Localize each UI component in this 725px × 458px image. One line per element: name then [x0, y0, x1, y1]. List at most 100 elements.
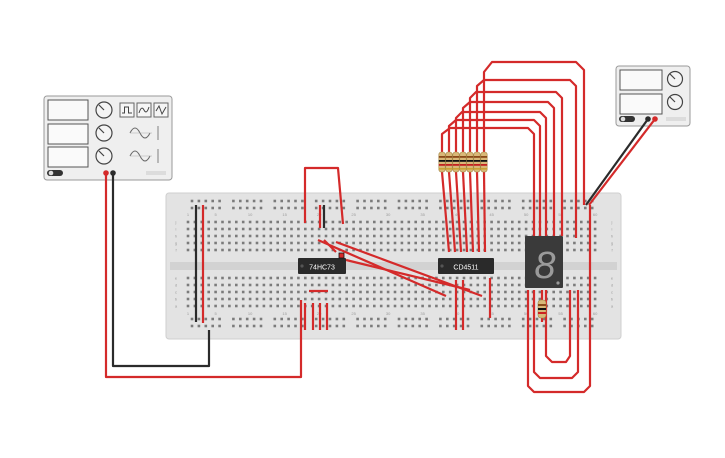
resistor[interactable]: [466, 151, 474, 173]
square-icon[interactable]: [119, 102, 135, 118]
wire-loop-5: [468, 90, 564, 236]
ps-power-switch[interactable]: [619, 116, 635, 122]
triangle-icon[interactable]: [136, 102, 152, 118]
svg-text:5: 5: [214, 212, 217, 217]
svg-text:f: f: [611, 248, 613, 253]
svg-text:55: 55: [558, 311, 563, 316]
resistor-display[interactable]: [537, 299, 547, 319]
svg-text:25: 25: [351, 311, 356, 316]
wire-res-3: [454, 171, 463, 253]
svg-text:d: d: [175, 283, 177, 288]
svg-text:45: 45: [489, 212, 494, 217]
offset-wave-icon: [129, 149, 159, 163]
svg-text:35: 35: [420, 212, 425, 217]
red-wires[interactable]: [104, 60, 656, 394]
seven-segment-digit: 8: [534, 245, 555, 287]
wire-return-3: [544, 290, 572, 364]
fg-knob-frequency[interactable]: [95, 101, 113, 119]
resistor-array[interactable]: [438, 151, 488, 173]
chip-74hc73[interactable]: 74HC73: [298, 252, 346, 274]
wire-res-5: [468, 171, 475, 253]
svg-text:c: c: [175, 290, 177, 295]
svg-text:h: h: [175, 234, 177, 239]
black-wires[interactable]: [111, 118, 649, 368]
wire-loop-3: [454, 110, 548, 236]
svg-text:j: j: [175, 220, 177, 225]
wire-fg-positive: [104, 173, 303, 379]
resistor[interactable]: [459, 151, 467, 173]
wire-res-7: [482, 171, 487, 253]
ps-voltage-display: [619, 69, 663, 91]
wire-ps-negative: [585, 118, 649, 206]
fg-label-plate: [146, 171, 166, 175]
fg-display-1: [47, 99, 89, 121]
wire-ps-positive: [588, 118, 656, 206]
wire-loop-4: [461, 100, 556, 236]
svg-text:15: 15: [282, 311, 287, 316]
svg-text:h: h: [611, 234, 613, 239]
svg-text:j: j: [611, 220, 613, 225]
resistor[interactable]: [473, 151, 481, 173]
svg-text:i: i: [176, 227, 177, 232]
svg-text:60: 60: [593, 212, 598, 217]
svg-text:15: 15: [282, 212, 287, 217]
wire-res-2: [447, 171, 457, 253]
decimal-point: [556, 281, 560, 285]
svg-text:45: 45: [489, 311, 494, 316]
svg-text:25: 25: [351, 212, 356, 217]
svg-text:10: 10: [248, 212, 253, 217]
wire-res-6: [475, 171, 481, 253]
svg-text:f: f: [175, 248, 177, 253]
chip-cd4511[interactable]: CD4511: [438, 258, 494, 274]
chip-74hc73-label: 74HC73: [309, 265, 335, 272]
svg-text:35: 35: [420, 311, 425, 316]
wire-return-2: [532, 290, 580, 380]
chip-cd4511-label: CD4511: [453, 265, 478, 272]
svg-text:10: 10: [248, 311, 253, 316]
svg-text:30: 30: [386, 311, 391, 316]
svg-text:c: c: [611, 290, 613, 295]
svg-text:1: 1: [187, 212, 190, 217]
fg-knob-amplitude[interactable]: [95, 124, 113, 142]
svg-text:a: a: [611, 304, 614, 309]
svg-text:e: e: [611, 276, 614, 281]
wire-clock-loop: [303, 166, 345, 225]
wire-loop-7: [482, 60, 586, 205]
svg-text:5: 5: [214, 311, 217, 316]
fg-knob-offset[interactable]: [95, 147, 113, 165]
ps-current-knob[interactable]: [666, 93, 684, 111]
ps-voltage-knob[interactable]: [666, 70, 684, 88]
resistor[interactable]: [480, 151, 488, 173]
wire-res-1: [440, 171, 451, 253]
power-supply[interactable]: [615, 65, 691, 127]
resistor[interactable]: [438, 151, 446, 173]
svg-text:1: 1: [187, 311, 190, 316]
svg-text:b: b: [175, 297, 178, 302]
ps-label-plate: [666, 117, 686, 121]
svg-text:50: 50: [524, 212, 529, 217]
svg-text:a: a: [175, 304, 178, 309]
breadboard-holes: [186, 199, 597, 328]
svg-text:40: 40: [455, 311, 460, 316]
fg-power-switch[interactable]: [47, 170, 63, 176]
seven-segment-display[interactable]: 8: [525, 236, 563, 288]
wire-return-1: [526, 205, 592, 394]
ps-current-display: [619, 93, 663, 115]
sine-icon[interactable]: [153, 102, 169, 118]
svg-text:30: 30: [386, 212, 391, 217]
resistor[interactable]: [452, 151, 460, 173]
wire-fg-negative: [111, 173, 211, 368]
wire-res-4: [461, 171, 469, 253]
chip-74hc73-selection-marker: [338, 252, 345, 259]
svg-text:g: g: [175, 241, 177, 246]
breadboard[interactable]: 1155101015152020252530303535404045455050…: [165, 192, 622, 340]
wire-loop-1: [440, 126, 536, 236]
resistor[interactable]: [445, 151, 453, 173]
svg-text:i: i: [612, 227, 613, 232]
fg-display-2: [47, 123, 89, 145]
wire-diag-3: [345, 258, 471, 292]
svg-text:b: b: [611, 297, 614, 302]
svg-text:g: g: [611, 241, 613, 246]
function-generator[interactable]: [43, 95, 173, 181]
